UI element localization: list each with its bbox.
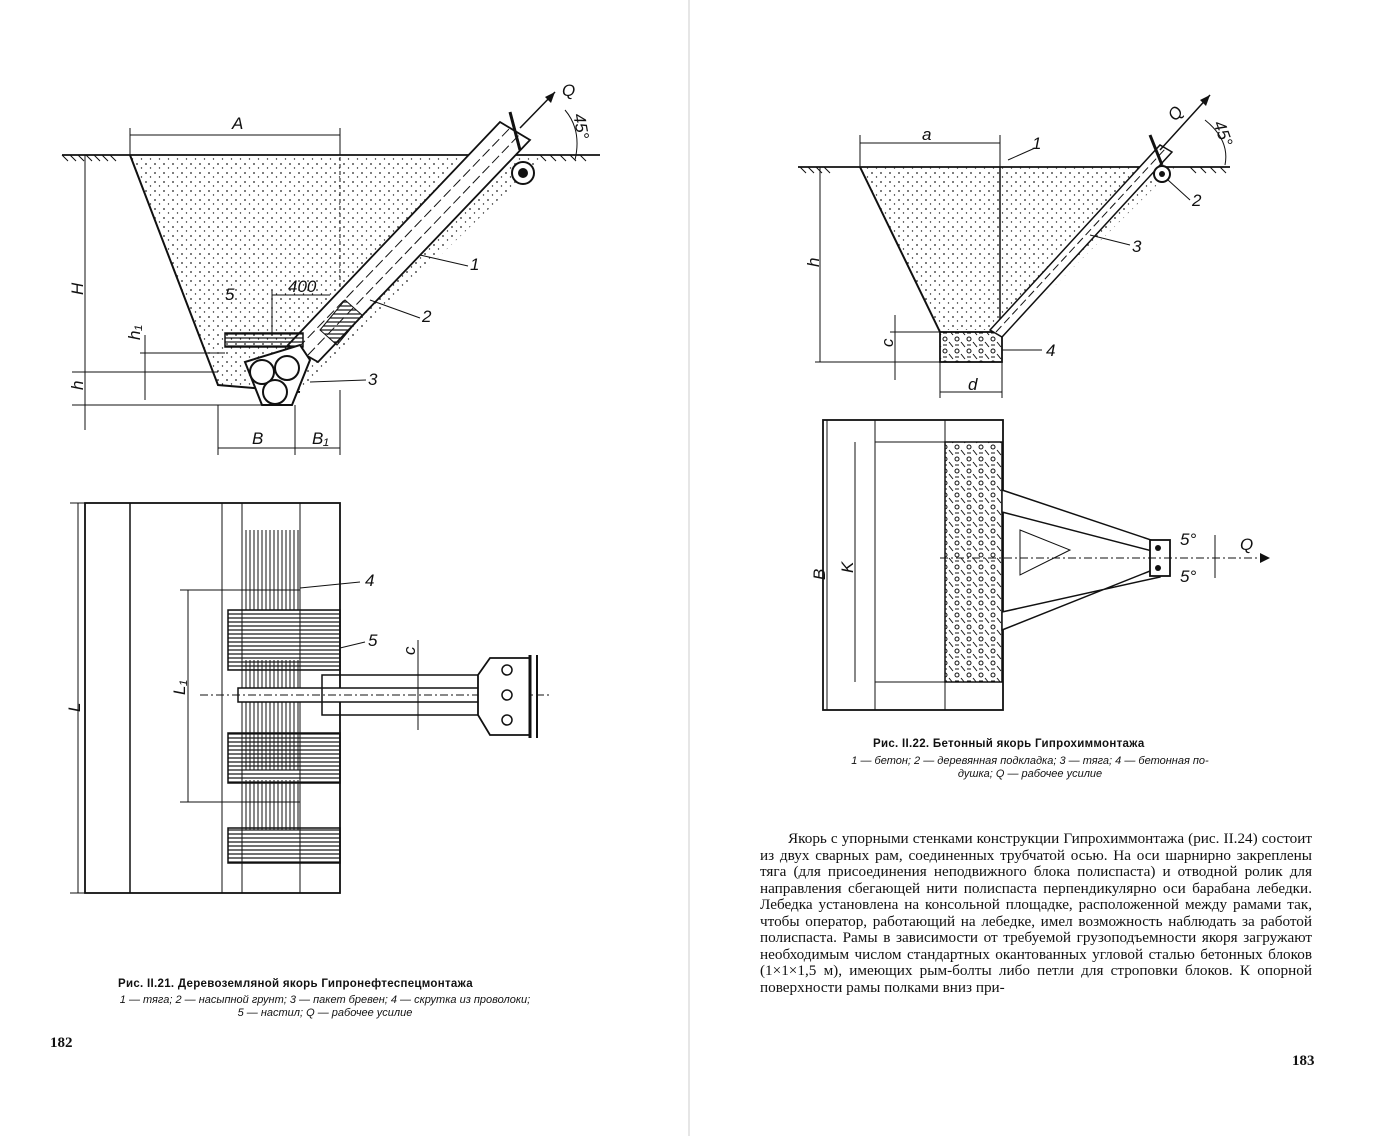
book-gutter (688, 0, 690, 1136)
label-4: 4 (1046, 341, 1055, 360)
label-c: c (400, 646, 419, 655)
label-Q-top: Q (1164, 103, 1187, 125)
caption-legend-line1: 1 — бетон; 2 — деревянная подкладка; 3 —… (851, 755, 1209, 767)
label-h: h (804, 258, 823, 267)
label-H: H (68, 282, 87, 295)
label-B1: B₁ (312, 429, 329, 448)
label-h: h (68, 381, 87, 390)
label-3: 3 (1132, 237, 1142, 256)
label-1: 1 (1032, 134, 1041, 153)
caption-title: Рис. II.22. Бетонный якорь Гипрохиммонта… (873, 738, 1145, 750)
label-2: 2 (1191, 191, 1202, 210)
label-L1: L₁ (170, 680, 189, 695)
left-page: A Q 45° H h₁ h 400 B B₁ 1 2 3 5 (0, 0, 690, 1136)
label-3: 3 (368, 370, 378, 389)
page-number: 182 (50, 1035, 73, 1051)
label-5b: 5 (368, 631, 378, 650)
label-angle-45: 45° (1210, 118, 1237, 149)
figure-ii21: A Q 45° H h₁ h 400 B B₁ 1 2 3 5 (61, 81, 600, 894)
label-angle: 45° (569, 112, 592, 141)
label-L: L (65, 703, 84, 712)
figure-ii22: a Q 45° h c d 1 2 3 4 B K Q 5° 5° (798, 94, 1270, 711)
label-5: 5 (225, 285, 235, 304)
caption-legend-line2: душка; Q — рабочее усилие (957, 768, 1103, 780)
label-Q-plan: Q (1240, 535, 1253, 554)
label-4: 4 (365, 571, 374, 590)
label-B: B (252, 429, 263, 448)
label-d: d (968, 375, 978, 394)
page-number: 183 (1292, 1053, 1315, 1069)
body-paragraph: Якорь с упорными стенками конструкции Ги… (760, 830, 1312, 996)
right-page: a Q 45° h c d 1 2 3 4 B K Q 5° 5° Рис. I… (690, 0, 1392, 1136)
label-5deg-top: 5° (1180, 530, 1196, 549)
label-400: 400 (288, 277, 317, 296)
label-a: a (922, 125, 931, 144)
caption-legend-line1: 1 — тяга; 2 — насыпной грунт; 3 — пакет … (119, 994, 531, 1006)
caption-legend-line2: 5 — настил; Q — рабочее усилие (237, 1007, 413, 1019)
label-5deg-bottom: 5° (1180, 567, 1196, 586)
label-B: B (810, 569, 829, 580)
caption-title: Рис. II.21. Деревоземляной якорь Гипроне… (118, 978, 473, 990)
label-c: c (878, 338, 897, 347)
label-h1: h₁ (125, 325, 144, 340)
label-A: A (231, 114, 243, 133)
label-2: 2 (421, 307, 432, 326)
label-Q: Q (562, 81, 575, 100)
label-K: K (838, 561, 857, 573)
label-1: 1 (470, 255, 479, 274)
